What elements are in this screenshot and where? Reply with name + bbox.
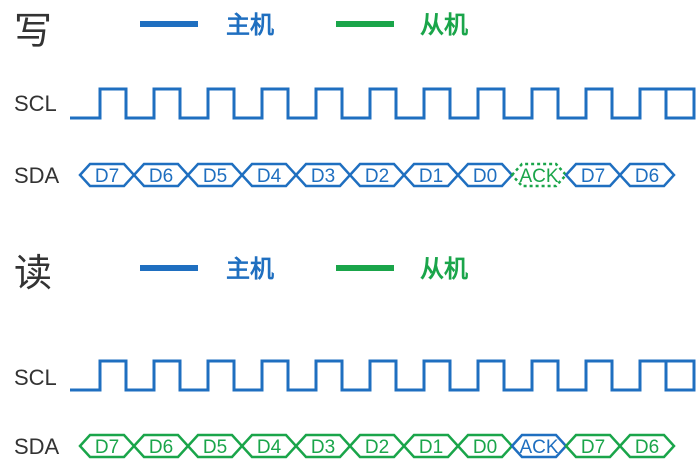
sda-cell-label: D7 [581,166,605,187]
sda-cell-label: D3 [311,437,335,458]
scl-clock-waveform [70,87,696,120]
slave-legend-label: 从机 [420,11,468,39]
sda-bit-d7: D7 [78,433,136,459]
sda-bit-d2: D2 [348,162,406,188]
sda-cell-label: D1 [419,437,443,458]
sda-ack-bit: ACK [510,162,568,188]
sda-cell-outline [618,433,676,459]
sda-next-bit-d6: D6 [618,433,676,459]
sda-bit-d0: D0 [456,433,514,459]
sda-bit-d2: D2 [348,433,406,459]
sda-cell-label: D5 [203,437,227,458]
sda-next-bit-d7: D7 [564,433,622,459]
sda-cell-label: D4 [257,437,282,458]
sda-bit-d1: D1 [402,433,460,459]
sda-cell-label: D5 [203,166,227,187]
sda-cell-label: D6 [149,166,173,187]
slave-legend-label: 从机 [420,255,468,283]
sda-cell-label: D7 [581,437,605,458]
sda-label: SDA [14,434,60,459]
sda-cell-label: D7 [95,437,119,458]
sda-bit-d6: D6 [132,162,190,188]
sda-cell-label: D0 [473,166,497,187]
sda-next-bit-d7: D7 [564,162,622,188]
sda-bit-d5: D5 [186,433,244,459]
sda-cell-label: D2 [365,166,389,187]
scl-label: SCL [14,91,57,116]
sda-cell-label: ACK [519,437,558,458]
sda-cell-label: ACK [519,166,558,187]
sda-data-waveform: D7 D6 D5 D4 D3 D2 D1 D0 ACK D7 D6 [78,433,676,459]
sda-bit-d7: D7 [78,162,136,188]
sda-data-waveform: D7 D6 D5 D4 D3 D2 D1 D0 ACK D7 D6 [78,162,676,188]
read-title: 读 [14,251,52,295]
sda-bit-d5: D5 [186,162,244,188]
master-legend-label: 主机 [226,11,274,39]
sda-label: SDA [14,163,60,188]
sda-cell-label: D7 [95,166,119,187]
sda-bit-d4: D4 [240,162,298,188]
sda-cell-label: D0 [473,437,497,458]
sda-cell-label: D6 [149,437,173,458]
sda-cell-label: D3 [311,166,335,187]
sda-bit-d3: D3 [294,433,352,459]
sda-cell-label: D2 [365,437,389,458]
read-section: 读 主机 从机 SCL SDA D7 D6 D5 D4 D3 D2 D1 D0 … [14,251,696,459]
write-title: 写 [14,9,52,53]
scl-label: SCL [14,365,57,390]
master-legend-label: 主机 [226,255,274,283]
sda-bit-d1: D1 [402,162,460,188]
sda-bit-d3: D3 [294,162,352,188]
scl-clock-waveform [70,359,696,392]
sda-cell-outline [618,162,676,188]
sda-ack-bit: ACK [510,433,568,459]
write-section: 写 主机 从机 SCL SDA D7 D6 D5 D4 D3 D2 D1 D0 … [14,9,696,188]
sda-bit-d0: D0 [456,162,514,188]
sda-next-bit-d6: D6 [618,162,676,188]
sda-cell-label: D6 [635,166,659,187]
sda-cell-label: D6 [635,437,659,458]
sda-cell-outline [510,162,568,188]
sda-cell-label: D4 [257,166,282,187]
sda-cell-label: D1 [419,166,443,187]
sda-bit-d4: D4 [240,433,298,459]
sda-bit-d6: D6 [132,433,190,459]
